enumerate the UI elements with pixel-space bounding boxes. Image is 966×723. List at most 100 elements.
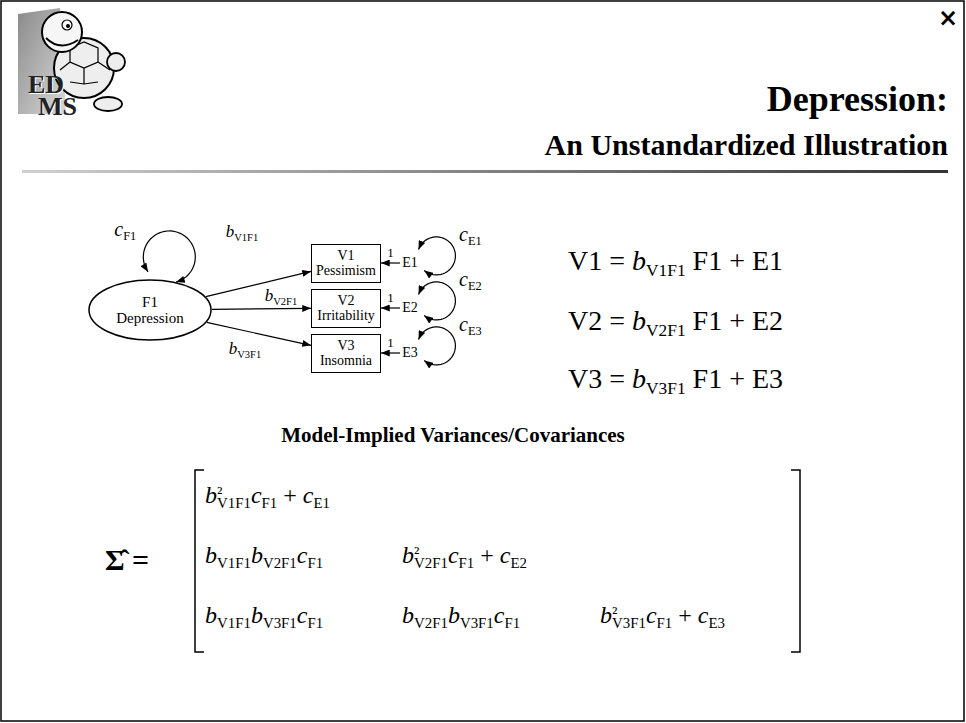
math-part: V1F1 bbox=[217, 615, 251, 631]
math-part: F1 bbox=[307, 615, 323, 631]
latent-factor-ellipse: F1 Depression bbox=[88, 279, 212, 341]
math-part: V2F1 bbox=[273, 296, 297, 307]
math-part: + bbox=[672, 602, 698, 628]
math-part: b bbox=[632, 363, 646, 394]
math-part: V2F1 bbox=[263, 555, 297, 571]
path-label: bV3F1 bbox=[228, 340, 263, 360]
math-part: b bbox=[205, 542, 217, 568]
math-part: V3F1 bbox=[263, 615, 297, 631]
matrix-bracket bbox=[195, 470, 204, 652]
path-arrow bbox=[212, 308, 311, 309]
equation: V1 = bV1F1 F1 + E1 bbox=[568, 245, 783, 281]
math-part: c bbox=[297, 602, 308, 628]
math-part: E1 bbox=[313, 495, 330, 511]
close-icon: × bbox=[938, 4, 958, 32]
math-part: F1 bbox=[657, 615, 673, 631]
matrix-cell: bV2F1bV3F1cF1 bbox=[402, 602, 520, 632]
section-heading: Model-Implied Variances/Covariances bbox=[281, 423, 625, 448]
matrix-bracket bbox=[791, 470, 800, 652]
math-part: V1F1 bbox=[217, 555, 251, 571]
equation: V3 = bV3F1 F1 + E3 bbox=[568, 363, 783, 399]
title-rule bbox=[22, 170, 948, 173]
math-part: E2 bbox=[510, 555, 527, 571]
math-part: b bbox=[265, 286, 274, 305]
math-part: b bbox=[632, 305, 646, 336]
math-part: + bbox=[277, 482, 303, 508]
equation: V2 = bV2F1 F1 + E2 bbox=[568, 305, 783, 341]
math-part: b bbox=[402, 602, 414, 628]
math-part: b bbox=[205, 602, 217, 628]
node-text: E1 bbox=[402, 255, 418, 270]
math-part: b bbox=[226, 222, 235, 241]
math-part: c bbox=[303, 482, 314, 508]
math-part: F1 bbox=[307, 555, 323, 571]
variance-loop bbox=[419, 282, 456, 320]
math-part: V1 = bbox=[568, 245, 632, 276]
math-part: c bbox=[114, 218, 123, 240]
variance-loop bbox=[419, 237, 456, 275]
math-part: b bbox=[229, 339, 238, 358]
math-part: V2F1 bbox=[646, 321, 686, 340]
math-part: F1 bbox=[123, 229, 136, 243]
node-text: F1 Depression bbox=[116, 294, 183, 327]
math-part: V2F1 bbox=[414, 555, 448, 571]
math-part: c bbox=[494, 602, 505, 628]
node-text: E3 bbox=[402, 345, 418, 360]
math-part: b bbox=[448, 602, 460, 628]
path-label: 1 bbox=[386, 246, 395, 259]
math-part: c bbox=[646, 602, 657, 628]
node-text: E2 bbox=[402, 300, 418, 315]
math-part: b bbox=[402, 542, 414, 568]
math-part: E3 bbox=[708, 615, 725, 631]
math-part: V1F1 bbox=[217, 495, 251, 511]
variance-label: cE2 bbox=[458, 269, 483, 293]
math-part: c bbox=[500, 542, 511, 568]
math-part: c bbox=[459, 313, 468, 335]
slide-title: Depression: bbox=[767, 78, 948, 120]
math-part: V3F1 bbox=[237, 349, 261, 360]
math-part: 1 bbox=[387, 290, 394, 305]
math-part: c bbox=[459, 268, 468, 290]
math-part: E3 bbox=[468, 324, 482, 338]
matrix-cell: bV1F1bV2F1cF1 bbox=[205, 542, 323, 572]
error-term: E2 bbox=[400, 299, 420, 317]
math-part: b bbox=[632, 245, 646, 276]
math-part: 1 bbox=[387, 335, 394, 350]
observed-variable-box: V3 Insomnia bbox=[311, 334, 381, 373]
math-part: V1F1 bbox=[646, 261, 686, 280]
logo-letters: MS bbox=[38, 92, 77, 122]
math-part: c bbox=[698, 602, 709, 628]
math-part: b bbox=[205, 482, 217, 508]
variance-label: cE1 bbox=[458, 224, 483, 248]
path-label: 1 bbox=[386, 336, 395, 349]
math-part: b bbox=[251, 602, 263, 628]
node-text: V1 Pessimism bbox=[316, 248, 376, 279]
node-text: V3 Insomnia bbox=[320, 338, 372, 369]
math-part: b bbox=[251, 542, 263, 568]
matrix-cell: b²V3F1cF1 + cE3 bbox=[600, 602, 725, 632]
math-part: F1 + E2 bbox=[686, 305, 783, 336]
matrix-cell: bV1F1bV3F1cF1 bbox=[205, 602, 323, 632]
path-label: 1 bbox=[386, 291, 395, 304]
path-arrow bbox=[381, 262, 400, 263]
math-part: F1 bbox=[262, 495, 278, 511]
math-part: c bbox=[251, 482, 262, 508]
matrix-cell: b²V1F1cF1 + cE1 bbox=[205, 482, 330, 512]
math-part: V3F1 bbox=[646, 379, 686, 398]
math-part: F1 + E3 bbox=[686, 363, 783, 394]
math-part: c bbox=[448, 542, 459, 568]
path-arrow bbox=[381, 307, 400, 308]
math-part: F1 + E1 bbox=[686, 245, 783, 276]
node-text: V2 Irritability bbox=[317, 293, 375, 324]
math-part: E1 bbox=[468, 234, 482, 248]
math-part: c bbox=[459, 223, 468, 245]
math-part: + bbox=[474, 542, 500, 568]
error-term: E3 bbox=[400, 344, 420, 362]
math-part: V3F1 bbox=[612, 615, 646, 631]
math-part: E2 bbox=[468, 279, 482, 293]
path-label: bV1F1 bbox=[225, 223, 260, 243]
observed-variable-box: V1 Pessimism bbox=[311, 244, 381, 283]
matrix-symbol: Σ̂ = bbox=[105, 543, 149, 577]
path-label: bV2F1 bbox=[264, 287, 299, 307]
